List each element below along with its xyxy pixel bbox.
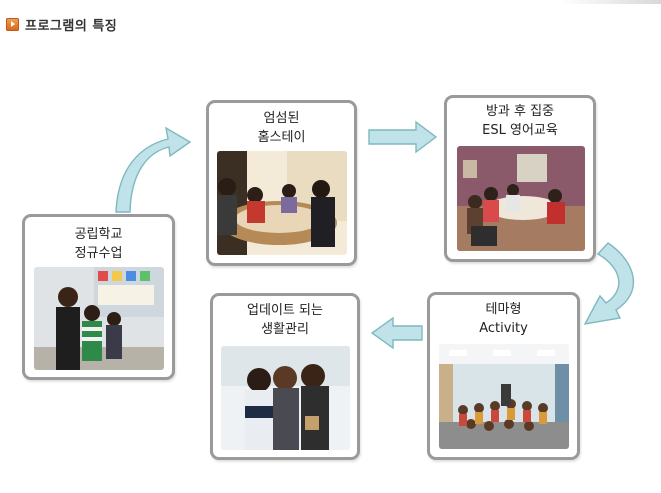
curved-arrow-icon	[115, 126, 192, 213]
step-label-line1: 테마형	[485, 302, 522, 317]
section-header: 프로그램의 특징	[6, 14, 117, 34]
students-group-photo	[221, 346, 350, 450]
step-label: 업데이트 되는 생활관리	[213, 301, 357, 339]
top-rule	[560, 0, 661, 4]
step-card-activity: 테마형 Activity	[427, 292, 580, 460]
section-title: 프로그램의 특징	[25, 18, 118, 34]
step-label-line2: ESL 영어교육	[482, 123, 558, 138]
step-label-line1: 공립학교	[74, 227, 123, 242]
step-label-line2: 정규수업	[74, 246, 123, 261]
step-label: 테마형 Activity	[430, 300, 577, 338]
arrow-bullet-icon	[6, 17, 19, 31]
school-classroom-photo	[34, 267, 164, 370]
left-arrow-icon	[370, 316, 423, 350]
step-card-homestay: 엄섬된 홈스테이	[206, 100, 357, 266]
step-card-esl: 방과 후 집중 ESL 영어교육	[444, 95, 596, 262]
step-label-line2: Activity	[479, 321, 528, 336]
step-label-line1: 방과 후 집중	[485, 104, 555, 119]
step-label: 공립학교 정규수업	[25, 225, 172, 263]
homestay-dinner-photo	[217, 151, 347, 255]
step-label-line2: 생활관리	[261, 322, 309, 337]
step-label-line2: 홈스테이	[257, 130, 306, 145]
step-card-school: 공립학교 정규수업	[22, 214, 175, 380]
step-label-line1: 업데이트 되는	[247, 303, 323, 318]
music-activity-photo	[439, 344, 569, 449]
step-label: 엄섬된 홈스테이	[209, 109, 354, 147]
step-card-life: 업데이트 되는 생활관리	[210, 293, 360, 460]
right-arrow-icon	[368, 120, 438, 154]
step-label-line1: 엄섬된	[263, 111, 300, 126]
esl-class-photo	[457, 146, 585, 251]
step-label: 방과 후 집중 ESL 영어교육	[447, 102, 593, 140]
